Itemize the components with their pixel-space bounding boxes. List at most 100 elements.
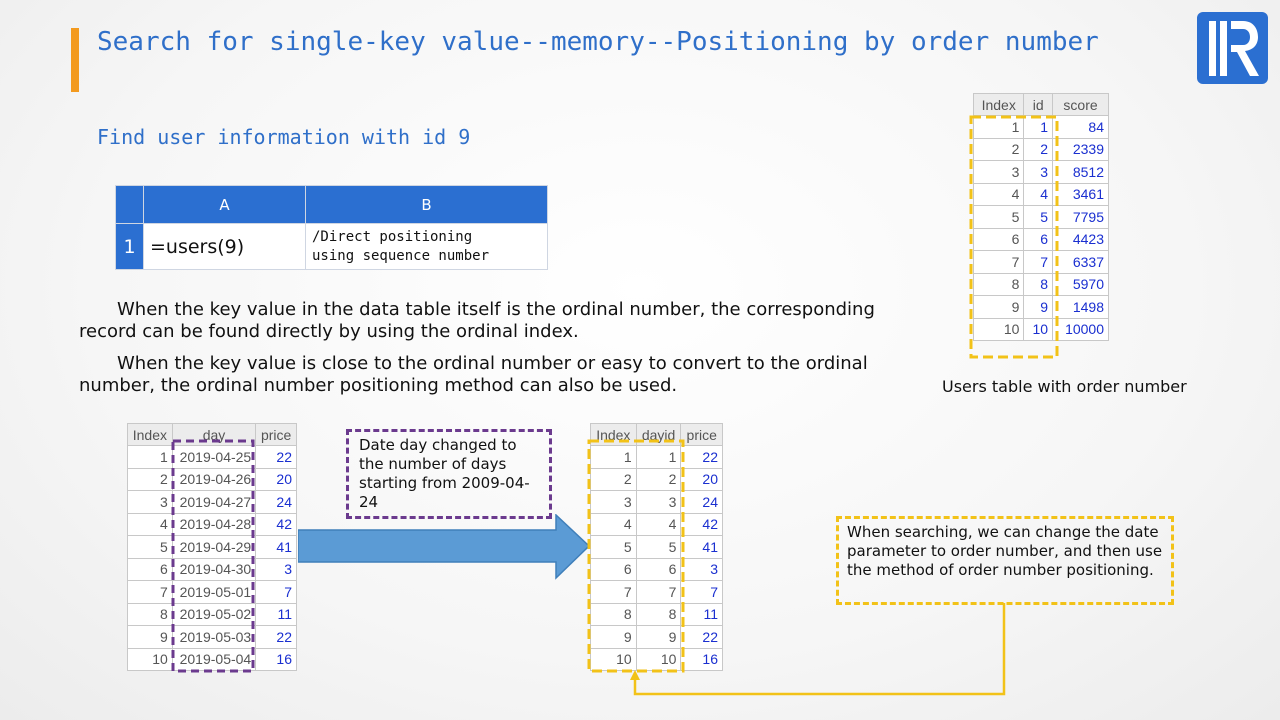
day-cell[interactable]: 7 [127,580,173,604]
users-cell[interactable]: 2 [1023,137,1054,161]
day-header-2[interactable]: price [255,423,297,446]
dayid-cell[interactable]: 22 [680,625,723,649]
users-cell[interactable]: 84 [1052,115,1109,139]
users-cell[interactable]: 2339 [1052,137,1109,161]
users-cell[interactable]: 1 [972,115,1025,139]
dayid-cell[interactable]: 7 [680,580,723,604]
dayid-cell[interactable]: 10 [635,647,682,671]
grid-cell-b1[interactable]: /Direct positioning using sequence numbe… [305,223,548,270]
day-cell[interactable]: 2019-05-02 [171,602,257,626]
day-cell[interactable]: 9 [127,625,173,649]
grid-col-header-b[interactable]: B [305,185,548,224]
users-cell[interactable]: 7 [972,250,1025,274]
dayid-cell[interactable]: 10 [590,647,637,671]
grid-col-header-a[interactable]: A [143,185,306,224]
day-header-0[interactable]: Index [127,423,173,446]
grid-cell-a1[interactable]: =users(9) [143,223,306,270]
users-cell[interactable]: 7795 [1052,205,1109,229]
users-cell[interactable]: 10 [1023,317,1054,341]
day-cell[interactable]: 2019-05-03 [171,625,257,649]
users-cell[interactable]: 6 [972,227,1025,251]
day-cell[interactable]: 41 [255,535,297,559]
day-cell[interactable]: 6 [127,557,173,581]
users-cell[interactable]: 8512 [1052,160,1109,184]
paragraph-1-line2: record can be found directly by using th… [79,321,579,342]
day-cell[interactable]: 11 [255,602,297,626]
dayid-header-2[interactable]: price [680,423,723,446]
day-cell[interactable]: 7 [255,580,297,604]
day-cell[interactable]: 4 [127,512,173,536]
day-cell[interactable]: 24 [255,490,297,514]
users-cell[interactable]: 10 [972,317,1025,341]
day-cell[interactable]: 2 [127,467,173,491]
users-header-0[interactable]: Index [972,93,1025,116]
day-cell[interactable]: 2019-05-04 [171,647,257,671]
transform-arrow-icon [298,514,590,580]
brand-logo-icon [1197,12,1268,84]
day-cell[interactable]: 3 [255,557,297,581]
day-cell[interactable]: 5 [127,535,173,559]
day-cell[interactable]: 3 [127,490,173,514]
day-cell[interactable]: 2019-04-27 [171,490,257,514]
users-header-2[interactable]: score [1052,93,1109,116]
users-cell[interactable]: 1498 [1052,295,1109,319]
title-accent-bar [71,28,79,92]
users-cell[interactable]: 10000 [1052,317,1109,341]
day-cell[interactable]: 8 [127,602,173,626]
dayid-cell[interactable]: 1 [635,445,682,469]
day-cell[interactable]: 42 [255,512,297,536]
dayid-cell[interactable]: 24 [680,490,723,514]
users-cell[interactable]: 4 [972,182,1025,206]
day-cell[interactable]: 2019-04-28 [171,512,257,536]
users-cell[interactable]: 4423 [1052,227,1109,251]
users-cell[interactable]: 4 [1023,182,1054,206]
users-header-1[interactable]: id [1023,93,1054,116]
day-cell[interactable]: 22 [255,445,297,469]
day-cell[interactable]: 2019-04-30 [171,557,257,581]
users-cell[interactable]: 3 [972,160,1025,184]
dayid-cell[interactable]: 16 [680,647,723,671]
grid-corner [115,185,144,224]
dayid-cell[interactable]: 9 [635,625,682,649]
dayid-cell[interactable]: 7 [635,580,682,604]
day-cell[interactable]: 20 [255,467,297,491]
users-cell[interactable]: 3 [1023,160,1054,184]
grid-row-header-1[interactable]: 1 [115,223,144,270]
day-cell[interactable]: 10 [127,647,173,671]
users-cell[interactable]: 5 [972,205,1025,229]
users-cell[interactable]: 2 [972,137,1025,161]
day-cell[interactable]: 1 [127,445,173,469]
paragraph-2-line1: When the key value is close to the ordin… [117,353,868,374]
dayid-cell[interactable]: 42 [680,512,723,536]
day-cell[interactable]: 22 [255,625,297,649]
users-highlight-box [969,115,1059,359]
day-column-highlight [171,439,255,673]
day-cell[interactable]: 16 [255,647,297,671]
users-cell[interactable]: 3461 [1052,182,1109,206]
grid-cell-b1-line2: using sequence number [312,247,490,264]
dayid-cell[interactable]: 11 [680,602,723,626]
